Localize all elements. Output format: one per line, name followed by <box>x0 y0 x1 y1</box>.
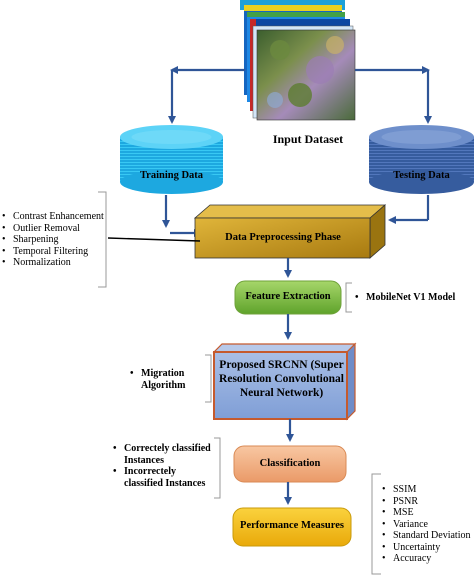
training-data-label: Training Data <box>139 170 204 181</box>
testing-data-cylinder <box>369 125 474 194</box>
preprocessing-bullet: Contrast Enhancement <box>2 211 104 223</box>
preprocessing-connector <box>107 237 201 242</box>
performance-bullet-list: SSIM PSNR MSE Variance Standard Deviatio… <box>382 484 470 565</box>
classification-bracket <box>214 437 221 499</box>
input-dataset-label: Input Dataset <box>272 132 344 146</box>
performance-box <box>232 507 352 547</box>
performance-bullet: Accuracy <box>382 553 470 565</box>
preprocessing-bullet-list: Contrast Enhancement Outlier Removal Sha… <box>2 211 104 269</box>
preprocessing-bullet: Temporal Filtering <box>2 246 104 258</box>
feature-bullet: MobileNet V1 Model <box>355 292 455 304</box>
dataset-split-arrows <box>168 66 432 124</box>
srcnn-box <box>212 342 357 421</box>
feature-extraction-label: Feature Extraction <box>245 291 331 302</box>
dataset-image-stack <box>240 0 356 121</box>
srcnn-bracket <box>205 354 212 403</box>
performance-bullet: PSNR <box>382 496 470 508</box>
preprocessing-label: Data Preprocessing Phase <box>225 232 341 243</box>
preprocessing-bullet: Sharpening <box>2 234 104 246</box>
feature-bullet-list: MobileNet V1 Model <box>355 292 455 304</box>
preprocessing-bullet: Outlier Removal <box>2 223 104 235</box>
srcnn-bullet: Migration Algorithm <box>130 368 202 391</box>
preprocessing-box <box>193 204 387 259</box>
performance-bullet: SSIM <box>382 484 470 496</box>
classification-label: Classification <box>259 458 321 469</box>
testing-data-label: Testing Data <box>393 170 450 181</box>
performance-bullet: Uncertainty <box>382 542 470 554</box>
performance-bullet: Variance <box>382 519 470 531</box>
performance-bullet: MSE <box>382 507 470 519</box>
preprocessing-bracket <box>98 191 107 288</box>
preprocessing-bullet: Normalization <box>2 257 104 269</box>
classification-bullet: Correctely classified Instances <box>113 443 213 466</box>
training-data-cylinder <box>120 125 223 194</box>
performance-bullet: Standard Deviation <box>382 530 470 542</box>
srcnn-label: Proposed SRCNN (Super Resolution Convolu… <box>219 359 344 399</box>
feature-bracket <box>345 282 352 313</box>
classification-box <box>233 445 347 483</box>
classification-bullet-list: Correctely classified Instances Incorrec… <box>113 443 213 489</box>
performance-bracket <box>371 473 381 575</box>
performance-label: Performance Measures <box>240 520 344 531</box>
classification-bullet: Incorrectely classified Instances <box>113 466 213 489</box>
srcnn-bullet-list: Migration Algorithm <box>130 368 202 391</box>
